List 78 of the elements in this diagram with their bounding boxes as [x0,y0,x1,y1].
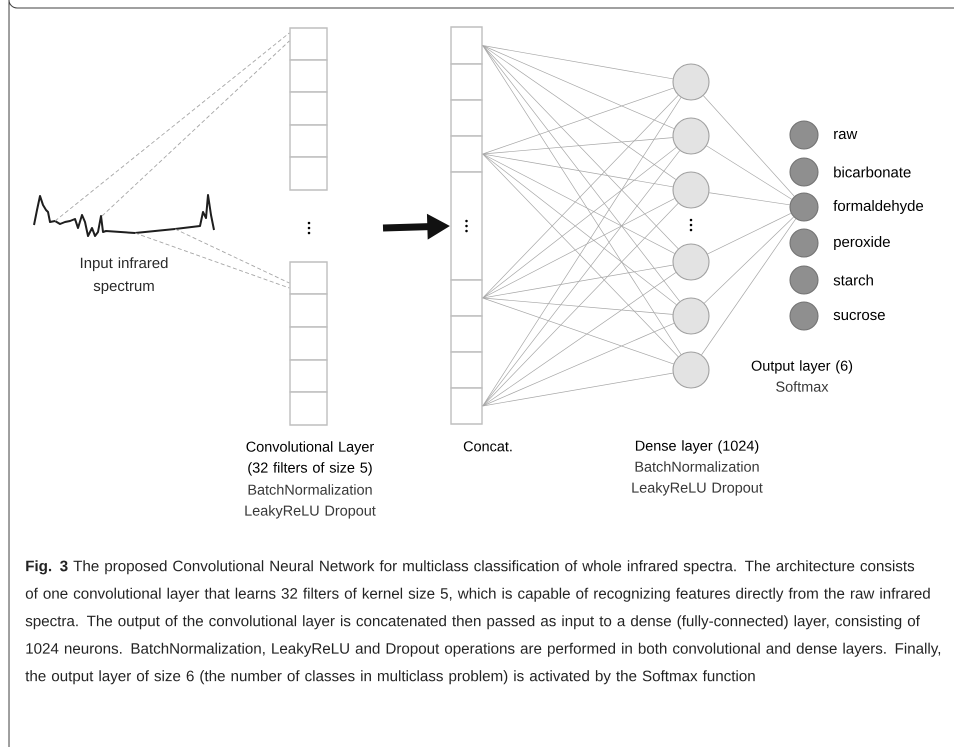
node-caption: Input infrared spectrum [80,257,168,294]
class-label: peroxide [834,236,890,250]
connection-line [102,40,290,216]
layer-cell [289,391,328,426]
layer-cell [289,156,328,191]
connection-line [482,154,674,188]
connection-line [134,232,290,288]
layer-cell [450,135,483,173]
class-label: bicarbonate [834,166,911,178]
layer-label: BatchNormalization LeakyReLU Dropout [632,461,763,496]
layer-cell [289,124,328,158]
connection-line [482,45,676,180]
class-label: raw [834,130,858,140]
layer-cell [289,326,328,361]
connection-line [482,45,674,129]
layer-cell [450,387,483,425]
layer-cell [450,63,483,101]
connection-line [54,32,290,222]
figure-caption: Fig. 3 The proposed Convolutional Neural Network for multiclass classification of whole infrared spectra. The architecture consists of one convolutional layer that learns 32 filters of kernel size 5, which is capable of recognizing features directly from the raw infrared spectra. The output of the convolutional layer is concatenated then passed as input to a dense (fully-connected) layer, consisting of 1024 neurons. BatchNormalization, LeakyReLU and Dropout operations are performed in both convolutional and dense layers. Finally, the output layer of size 6 (the number of classes in multiclass problem) is activated by the Softmax function [25,560,940,684]
connection-line [482,323,674,406]
connection-line [482,272,676,406]
layer-cell [450,99,483,137]
connection-line [704,216,794,304]
connection-line [482,97,682,406]
class-label: sucrose [834,312,885,320]
layer-label: BatchNormalization LeakyReLU Dropout [245,484,376,519]
layer-cell [289,59,328,93]
connection-line [482,88,674,154]
neuron-circle [672,117,710,155]
neuron-circle [789,120,819,150]
layer-cell [289,359,328,393]
layer-cell [289,91,328,126]
class-label: starch [834,274,873,286]
connection-line [482,198,675,298]
connection-line [701,218,796,356]
layer-label: Softmax [776,381,828,392]
connection-line [482,203,678,406]
neuron-circle [789,301,819,331]
connection-line [482,150,680,406]
connection-line [709,192,790,206]
neuron-circle [789,228,819,258]
layer-cell [289,27,328,61]
connection-line [482,45,680,302]
connection-line [482,264,674,298]
connection-line [482,45,674,80]
neuron-circle [672,171,710,209]
connection-line [482,154,678,357]
connection-line [482,298,674,364]
connection-line [482,137,673,154]
neuron-circle [672,351,710,389]
spectrum-drawing [33,194,215,237]
neuron-circle [672,243,710,281]
neuron-circle [789,192,819,222]
connection-line [482,372,674,406]
connection-line [482,154,675,254]
connection-line [482,45,682,355]
connection-line [482,298,673,315]
connection-line [707,213,792,254]
connection-line [706,146,792,200]
connection-line [703,95,795,197]
class-label: formaldehyde [833,200,924,214]
neuron-circle [672,297,710,335]
layer-cell [450,351,483,389]
neuron-circle [789,265,819,295]
layer-label: Dense layer (1024) [636,440,758,454]
connection-line [482,45,678,249]
connection-line [174,228,290,284]
neuron-circle [789,157,819,187]
layer-label: Convolutional Layer (32 filters of size 5) [246,441,374,476]
layer-cell [450,26,483,65]
connection-line [482,95,678,298]
layer-cell [450,279,483,317]
layer-cell [289,261,328,295]
layer-label: Concat. [464,441,512,452]
layer-cell [450,315,483,353]
layer-cell [289,293,328,328]
layer-label: Output layer (6) [752,360,852,374]
neuron-circle [672,63,710,101]
